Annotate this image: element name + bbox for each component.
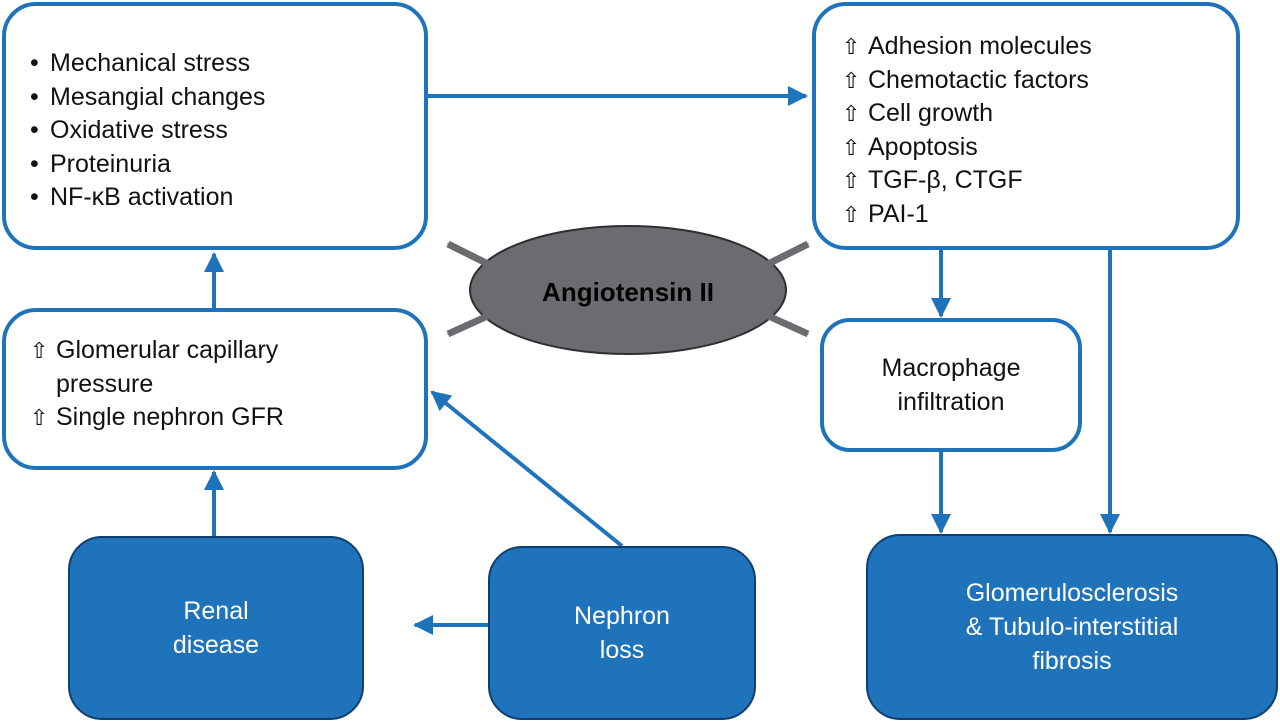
list-item-label: Single nephron GFR — [56, 403, 284, 431]
effects-list: ⇧ Adhesion molecules ⇧ Chemotactic factors… — [842, 30, 1236, 231]
increase-arrow-icon: ⇧ — [842, 168, 861, 193]
list-item: ⇧ PAI-1 — [842, 198, 1236, 232]
list-item: ⇧ Chemotactic factors — [842, 64, 1236, 98]
list-item: • Mechanical stress — [30, 47, 424, 81]
list-item-label: TGF-β, CTGF — [868, 166, 1023, 194]
list-item: ⇧ Adhesion molecules — [842, 30, 1236, 64]
outcome-box: Glomerulosclerosis & Tubulo-interstitial… — [866, 534, 1278, 720]
angiotensin-arrow-upper-left — [446, 240, 494, 270]
list-item-label: Adhesion molecules — [868, 32, 1092, 60]
increase-arrow-icon: ⇧ — [842, 201, 861, 227]
increase-arrow-icon: ⇧ — [30, 338, 49, 363]
outcome-label-line1: Glomerulosclerosis — [965, 579, 1179, 607]
bullet-icon: • — [30, 116, 39, 144]
list-item-label: Oxidative stress — [50, 116, 228, 144]
mechanisms-box: • Mechanical stress • Mesangial changes • O… — [2, 2, 428, 250]
increase-arrow-icon: ⇧ — [842, 67, 861, 93]
angiotensin-arrow-upper-right — [762, 240, 810, 270]
list-item: ⇧ Cell growth — [842, 97, 1236, 131]
bullet-icon: • — [30, 82, 39, 111]
list-item-label: Cell growth — [868, 99, 994, 127]
hemodynamics-box: ⇧ Glomerular capillary pressure ⇧ Single n… — [2, 308, 428, 470]
list-item-label: Apoptosis — [868, 132, 978, 161]
increase-arrow-icon: ⇧ — [30, 405, 49, 430]
list-item-label: Mesangial changes — [50, 82, 266, 111]
increase-arrow-icon: ⇧ — [842, 34, 861, 59]
increase-arrow-icon: ⇧ — [842, 101, 861, 126]
list-item-label: PAI-1 — [868, 199, 929, 228]
arrow-nephron-loss-to-hemodynamics — [430, 390, 624, 548]
macrophage-label-line2: infiltration — [897, 388, 1005, 416]
list-item-label: Glomerular capillary — [56, 336, 279, 364]
nephron-loss-label-line1: Nephron — [574, 602, 670, 630]
bullet-icon: • — [30, 149, 39, 178]
angiotensin-label: Angiotensin II — [542, 276, 714, 307]
list-item-label: Chemotactic factors — [868, 65, 1089, 94]
list-item: ⇧ Apoptosis — [842, 131, 1236, 165]
angiotensin-arrow-lower-right — [762, 310, 810, 338]
increase-arrow-icon: ⇧ — [842, 134, 861, 160]
list-item-label: Proteinuria — [50, 149, 171, 178]
list-item: • Oxidative stress — [30, 114, 424, 148]
list-item-continuation: pressure — [56, 369, 154, 398]
list-item: ⇧ Glomerular capillary — [30, 334, 424, 368]
outcome-label-line3: fibrosis — [1032, 647, 1112, 675]
hemodynamics-list: ⇧ Glomerular capillary pressure ⇧ Single n… — [30, 334, 424, 435]
list-item: • NF-κB activation — [30, 181, 424, 215]
nephron-loss-label-line2: loss — [599, 636, 645, 664]
renal-disease-label-line1: Renal — [183, 597, 249, 625]
list-item: ⇧ Single nephron GFR — [30, 401, 424, 435]
list-item-label: Mechanical stress — [50, 49, 251, 77]
angiotensin-ellipse — [469, 225, 787, 355]
nephron-loss-box: Nephron loss — [488, 546, 756, 720]
list-item: • Proteinuria — [30, 148, 424, 182]
list-item-label: NF-κB activation — [50, 183, 234, 211]
list-item: ⇧ TGF-β, CTGF — [842, 164, 1236, 198]
angiotensin-arrow-lower-left — [446, 310, 494, 338]
bullet-icon: • — [30, 49, 39, 77]
macrophage-box: Macrophage infiltration — [820, 318, 1082, 452]
mechanisms-list: • Mechanical stress • Mesangial changes • O… — [30, 47, 424, 215]
renal-disease-label-line2: disease — [172, 631, 260, 659]
macrophage-label-line1: Macrophage — [881, 354, 1021, 382]
outcome-label-line2: & Tubulo-interstitial — [965, 613, 1179, 641]
renal-disease-box: Renal disease — [68, 536, 364, 720]
list-item: • Mesangial changes — [30, 81, 424, 115]
effects-box: ⇧ Adhesion molecules ⇧ Chemotactic factors… — [812, 2, 1240, 250]
bullet-icon: • — [30, 183, 39, 211]
